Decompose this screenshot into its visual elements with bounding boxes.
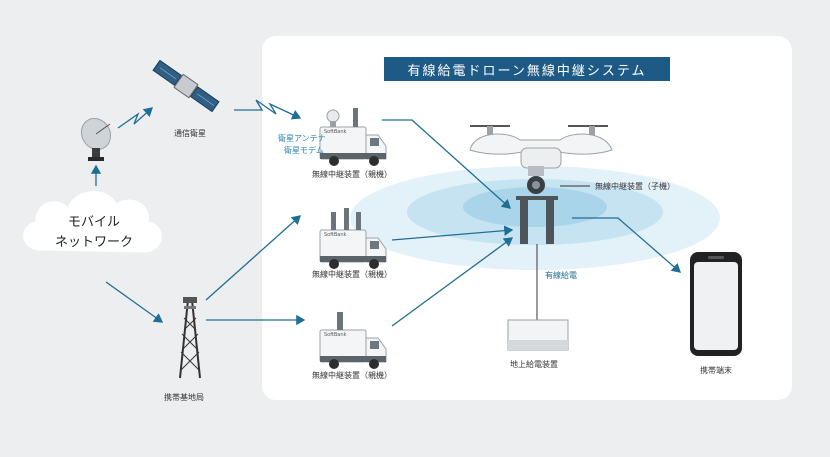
ground-power-label: 地上給電装置 <box>510 360 558 369</box>
satellite-icon <box>152 59 220 113</box>
relay-parent-label-2: 無線中継装置（親機） <box>312 270 392 279</box>
base-station-label: 携帯基地局 <box>164 393 204 402</box>
phone-icon <box>690 252 742 356</box>
cloud-icon <box>23 191 162 253</box>
wired-power-label: 有線給電 <box>545 271 577 280</box>
antenna-label: 衛星アンテナ <box>278 134 326 143</box>
cloud-line-2: ネットワーク <box>54 235 133 250</box>
truck-icon <box>319 312 387 369</box>
truck-brand-1: SoftBank <box>324 129 347 135</box>
modem-label: 衛星モデム <box>284 146 324 155</box>
relay-child-label: 無線中継装置（子機） <box>595 182 675 191</box>
truck-brand-2: SoftBank <box>324 232 347 238</box>
cloud-line-1: モバイル <box>67 215 120 230</box>
truck-icon <box>319 208 387 269</box>
terminal-label: 携帯端末 <box>700 366 732 375</box>
truck-brand-3: SoftBank <box>324 332 347 338</box>
power-unit-icon <box>507 319 569 351</box>
relay-parent-label-1: 無線中継装置（親機） <box>312 170 392 179</box>
connection-arrows <box>90 99 681 327</box>
truck-icon <box>319 108 387 166</box>
relay-parent-label-3: 無線中継装置（親機） <box>312 371 392 380</box>
system-title: 有線給電ドローン無線中継システム <box>384 57 670 81</box>
dish-icon <box>80 117 112 161</box>
satellite-label: 通信衛星 <box>174 129 206 138</box>
drone-icon <box>469 125 613 244</box>
coverage-area <box>350 166 720 270</box>
tower-icon <box>179 297 201 379</box>
mobile-network-label: モバイル ネットワーク <box>42 213 146 253</box>
